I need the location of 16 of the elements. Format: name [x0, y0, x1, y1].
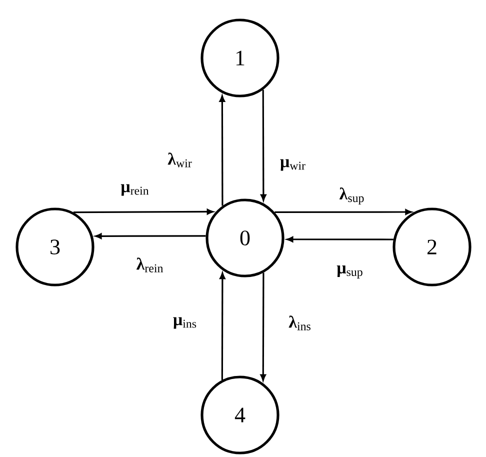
arrow — [260, 90, 266, 201]
arrow — [260, 272, 266, 381]
edge-label: μ$_{sup}$ — [336, 266, 362, 278]
arrow — [95, 233, 206, 240]
edge-label: λ$_{sup}$ — [340, 187, 364, 205]
edge-label: μ$_{rein}$ — [120, 184, 149, 196]
arrow — [73, 208, 214, 215]
arrow — [286, 236, 394, 242]
arrow — [220, 272, 226, 380]
edge-label: μ$_{wir}$ — [280, 159, 306, 171]
edge-label: μ$_{ins}$ — [173, 317, 196, 329]
arrow — [219, 95, 226, 206]
edge-label: λ$_{ins}$ — [288, 316, 310, 330]
arrow — [274, 209, 412, 215]
edge-label: λ$_{rein}$ — [136, 258, 164, 272]
edge-label: λ$_{wir}$ — [168, 152, 192, 168]
